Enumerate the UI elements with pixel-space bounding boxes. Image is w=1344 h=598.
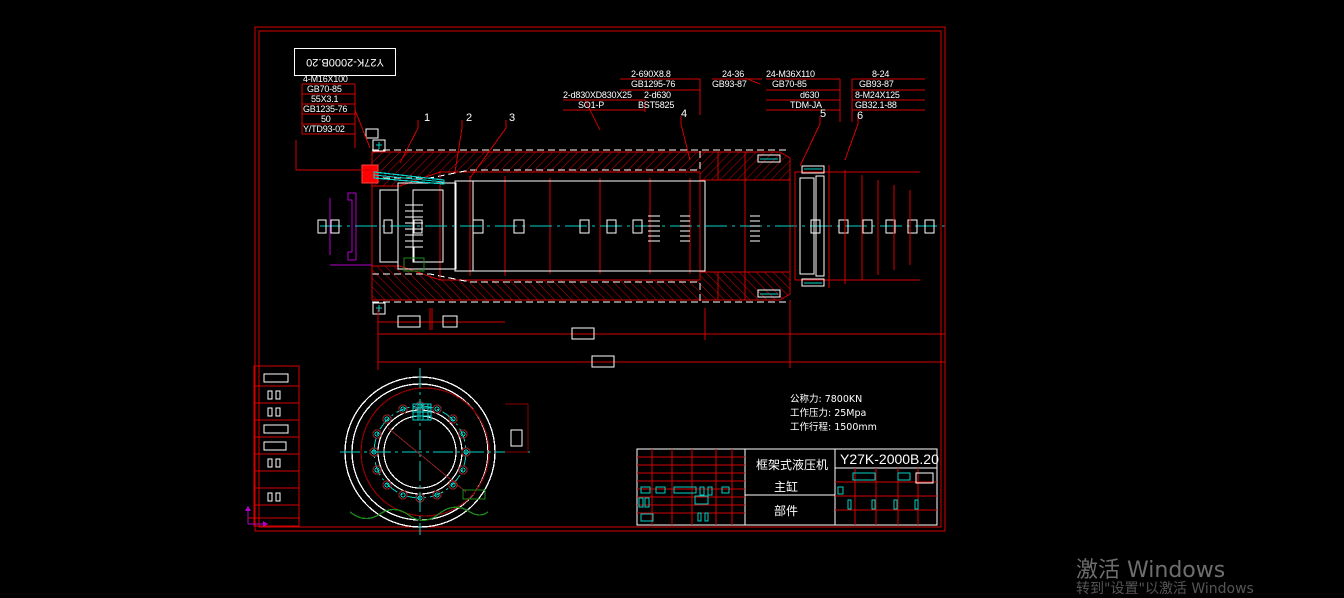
dimension-lines-bottom xyxy=(377,190,946,370)
annotation-far-right-0: 8-24 xyxy=(872,69,890,79)
callout-3: 3 xyxy=(509,112,516,124)
callout-leaders xyxy=(354,77,859,179)
callout-1: 1 xyxy=(424,112,431,124)
annotation-center-3: BST5825 xyxy=(638,100,675,110)
annotation-far-right-2: 8-M24X125 xyxy=(855,90,900,100)
spec-working-pressure: 工作压力: 25Mpa xyxy=(790,408,867,419)
annotation-left-1: GB70-85 xyxy=(307,84,342,94)
annotation-right-center-0: 24-36 xyxy=(722,69,745,79)
annotation-right-center-1: GB93-87 xyxy=(712,79,747,89)
annotation-center-left-1: SO1-P xyxy=(578,100,605,110)
annotation-center-2: 2-d630 xyxy=(644,90,671,100)
callout-6: 6 xyxy=(857,110,864,122)
callout-5: 5 xyxy=(820,108,827,120)
title-block[interactable] xyxy=(636,448,938,526)
windows-watermark-title: 激活 Windows xyxy=(1076,558,1226,583)
annotation-center-0: 2-690X8.8 xyxy=(631,69,671,79)
main-section-view[interactable] xyxy=(317,128,945,315)
title-block-type: 部件 xyxy=(774,504,799,518)
annotation-left-5: Y/TD93-02 xyxy=(303,124,345,134)
annotation-left-0: 4-M16X100 xyxy=(303,74,348,84)
annotation-rules xyxy=(295,78,925,171)
title-block-assembly: 主缸 xyxy=(774,480,799,494)
annotation-left-4: 50 xyxy=(321,114,331,124)
end-view-circular[interactable] xyxy=(340,368,530,535)
windows-watermark-subtitle: 转到"设置"以激活 Windows xyxy=(1076,581,1254,597)
title-block-drawing-number: Y27K-2000B.20 xyxy=(840,451,939,467)
annotation-center-1: GB1295-76 xyxy=(631,79,676,89)
annotation-far-right-1: GB93-87 xyxy=(859,79,894,89)
callout-4: 4 xyxy=(681,108,688,120)
drawing-number-tag: Y27K-2000B.20 xyxy=(294,48,396,76)
annotation-right-0: 24-M36X110 xyxy=(766,69,815,79)
annotation-right-1: GB70-85 xyxy=(772,79,807,89)
annotation-left-2: 55X3.1 xyxy=(311,94,339,104)
spec-working-stroke: 工作行程: 1500mm xyxy=(790,422,877,433)
title-block-part-name: 框架式液压机 xyxy=(756,458,829,472)
annotation-right-3: TDM-JA xyxy=(790,100,822,110)
spec-nominal-force: 公称力: 7800KN xyxy=(790,394,863,405)
annotation-left-3: GB1235-76 xyxy=(303,104,348,114)
annotation-right-2: d630 xyxy=(800,90,820,100)
callout-2: 2 xyxy=(466,112,473,124)
annotation-center-left-0: 2-d830XD830X25 xyxy=(563,90,632,100)
annotation-far-right-3: GB32.1-88 xyxy=(855,100,897,110)
parts-list-table[interactable] xyxy=(245,365,300,527)
